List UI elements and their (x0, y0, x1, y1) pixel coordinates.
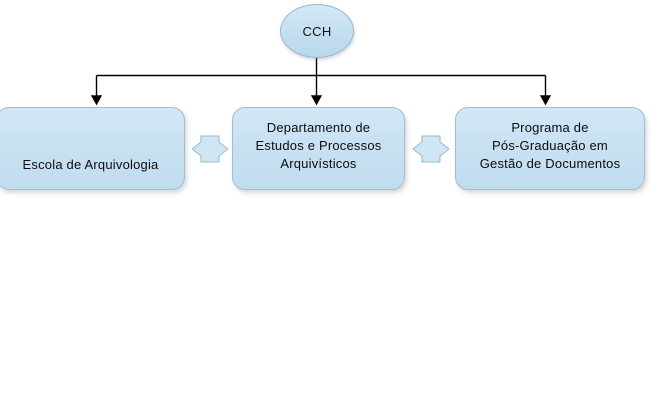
link-departamento-programa[interactable] (409, 128, 453, 170)
node-programa-pos-graduacao[interactable]: Programa de Pós-Graduação em Gestão de D… (455, 107, 645, 190)
node-cch-label: CCH (302, 23, 332, 39)
link-escola-departamento[interactable] (188, 128, 232, 170)
node-cch[interactable]: CCH (280, 4, 354, 58)
node-escola-arquivologia[interactable]: Escola de Arquivologia (0, 107, 185, 190)
node-programa-pos-graduacao-clipped-line: . (456, 174, 644, 179)
node-programa-pos-graduacao-label: Programa de Pós-Graduação em Gestão de D… (479, 120, 621, 171)
node-departamento-estudos-processos[interactable]: Departamento de Estudos e Processos Arqu… (232, 107, 405, 190)
node-escola-arquivologia-label: Escola de Arquivologia (22, 157, 159, 172)
node-departamento-estudos-processos-label: Departamento de Estudos e Processos Arqu… (255, 120, 382, 171)
